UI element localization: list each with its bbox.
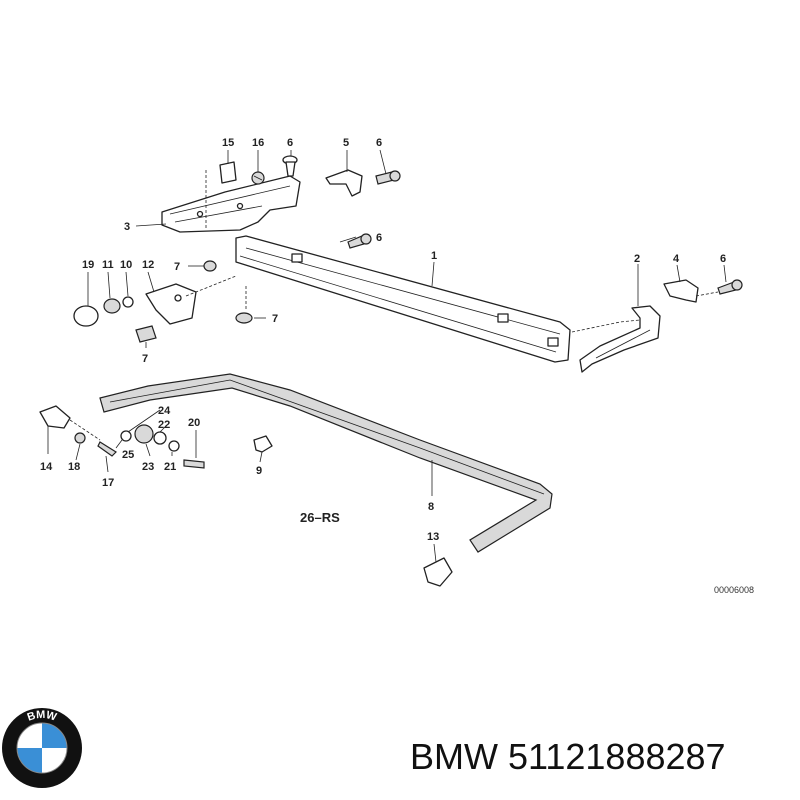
callout-11: 11 [102, 259, 114, 271]
reference-code: 00006008 [714, 585, 754, 595]
part-number-caption: BMW 51121888287 [410, 736, 726, 777]
part-13-clip [423, 557, 453, 587]
part-12-holder [145, 283, 197, 325]
part-17-screw [97, 441, 117, 457]
callout-21: 21 [164, 461, 176, 473]
callout-6: 6 [720, 253, 726, 265]
part-4-bracket [663, 279, 699, 303]
callout-5: 5 [343, 137, 349, 149]
bmw-logo-lettering: BMW [26, 709, 59, 724]
callout-7: 7 [174, 261, 180, 273]
callout-9: 9 [256, 465, 262, 477]
callout-1: 1 [431, 250, 437, 262]
part-2-end-bracket [579, 305, 661, 373]
callout-20: 20 [188, 417, 200, 429]
callout-8: 8 [428, 501, 434, 513]
part-10-nut [122, 296, 134, 308]
callout-labels: 15 16 6 5 6 3 6 1 2 4 6 19 11 10 12 7 7 … [40, 137, 726, 543]
part-23-grommet [134, 424, 154, 444]
part-15-clip [219, 161, 237, 184]
callout-7: 7 [272, 313, 278, 325]
callout-18: 18 [68, 461, 80, 473]
part-6-plug-top [282, 155, 298, 177]
part-6-screw-right [375, 170, 401, 185]
callout-4: 4 [673, 253, 680, 265]
callout-17: 17 [102, 477, 114, 489]
part-6-screw-center [347, 233, 372, 249]
bmw-logo: BMW [2, 708, 82, 788]
part-7-nut-center [235, 312, 253, 324]
callout-22: 22 [158, 419, 170, 431]
part-16-screw [251, 171, 265, 185]
part-22-washer [153, 431, 167, 445]
callout-24: 24 [158, 405, 171, 417]
callout-23: 23 [142, 461, 154, 473]
part-7-nut-left [203, 260, 217, 272]
group-label: 26–RS [300, 510, 340, 525]
dashed-leaders [69, 170, 719, 441]
part-1-bumper-bar [235, 235, 571, 363]
part-3-bracket [161, 175, 301, 233]
leader-lines [47, 149, 727, 563]
part-14-clip [39, 405, 71, 429]
callout-19: 19 [82, 259, 94, 271]
part-25-washer [120, 430, 132, 442]
part-11-washer [103, 298, 121, 314]
part-9-clip [253, 435, 273, 453]
callout-6: 6 [376, 137, 382, 149]
callout-2: 2 [634, 253, 640, 265]
callout-6: 6 [287, 137, 293, 149]
part-18-nut [74, 432, 86, 444]
callout-7: 7 [142, 353, 148, 365]
part-5-bracket [325, 169, 363, 197]
part-20-bolt [183, 459, 205, 469]
callout-25: 25 [122, 449, 134, 461]
part-7-nut-lower [135, 325, 157, 343]
part-8-rubber-strip [99, 373, 553, 553]
part-19-cap [73, 305, 99, 327]
callout-15: 15 [222, 137, 234, 149]
callout-14: 14 [40, 461, 53, 473]
callout-3: 3 [124, 221, 130, 233]
part-21-washer [168, 440, 180, 452]
callout-16: 16 [252, 137, 264, 149]
callout-13: 13 [427, 531, 439, 543]
part-6-screw-far-right [717, 279, 743, 295]
callout-12: 12 [142, 259, 154, 271]
callout-6: 6 [376, 232, 382, 244]
callout-10: 10 [120, 259, 132, 271]
